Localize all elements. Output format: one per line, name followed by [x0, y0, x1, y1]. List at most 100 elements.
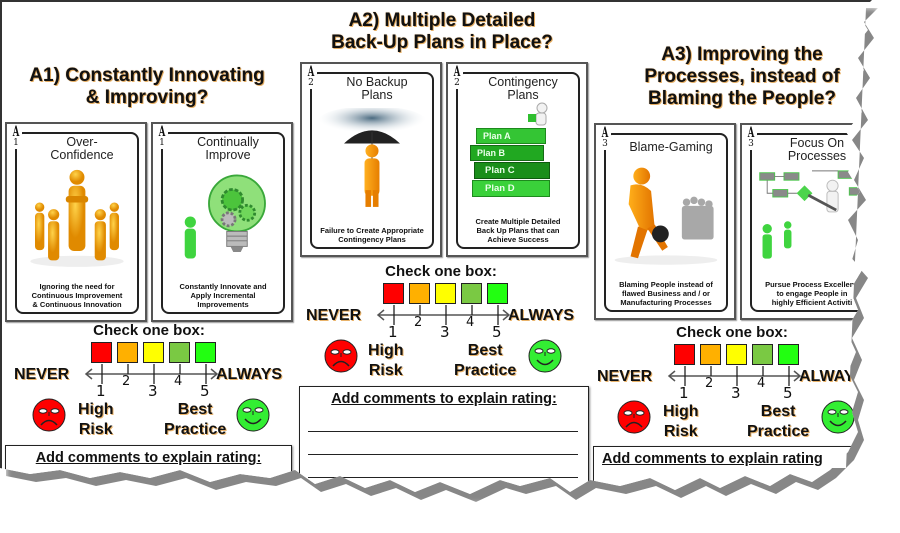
corner-suit: A: [747, 125, 755, 141]
caption-line3: Achieve Success: [487, 235, 549, 244]
card-title-line1: Blame-Gaming: [629, 140, 713, 154]
caption-line3: Manufacturing Processes: [620, 298, 712, 307]
never-label: NEVER: [597, 368, 653, 385]
high-risk-line1: High: [663, 403, 699, 420]
rating-box-2[interactable]: [117, 342, 138, 363]
rating-box-5[interactable]: [195, 342, 216, 363]
best-practice-label: Best Practice: [164, 400, 226, 440]
corner-suit: A: [12, 124, 20, 140]
section-a1-cards: Over- Confidence Ignorin: [5, 122, 293, 322]
card-focus-on-processes: Focus On Processes: [740, 123, 872, 320]
bowling-person-blame-icon: [614, 167, 718, 265]
section-a3-title-line1: A3) Improving the: [661, 44, 823, 65]
section-a2-title-line1: A2) Multiple Detailed: [348, 10, 536, 31]
best-practice-label: Best Practice: [454, 341, 516, 381]
section-a3-title: A3) Improving the Processes, instead of …: [592, 44, 872, 110]
scale-number-1: 1: [679, 384, 689, 402]
rating-box-3[interactable]: [726, 344, 747, 365]
check-one-box-label: Check one box:: [93, 322, 205, 339]
section-a1-title-line2: & Improving?: [85, 87, 209, 108]
person-umbrella-storm-icon: [317, 108, 427, 207]
card-title: Continually Improve: [175, 136, 281, 162]
rating-box-4[interactable]: [461, 283, 482, 304]
sad-face-icon: [32, 398, 66, 432]
rating-box-2[interactable]: [700, 344, 721, 365]
caption-line1: Pursue Process Excelleng: [765, 280, 859, 289]
section-a2-comments-box[interactable]: Add comments to explain rating:: [299, 386, 589, 494]
book-plan-d: Plan D: [472, 180, 550, 197]
corner-suit: A: [453, 64, 461, 80]
high-risk-line1: High: [78, 401, 114, 418]
card-title-line1: No Backup: [346, 75, 408, 89]
sad-face-icon: [617, 400, 651, 434]
scale-number-5: 5: [783, 384, 793, 402]
rating-box-5[interactable]: [778, 344, 799, 365]
rating-boxes: [91, 342, 216, 363]
card-title: No Backup Plans: [324, 76, 430, 102]
scale-number-3: 3: [440, 323, 450, 341]
comment-line: [308, 454, 578, 455]
card-title-line2: Confidence: [50, 148, 114, 162]
card-title: Over- Confidence: [29, 136, 135, 162]
book-plan-a: Plan A: [476, 128, 546, 144]
double-arrow-scale-icon: [84, 364, 219, 384]
corner-suit: A: [601, 125, 609, 141]
card-title: Blame-Gaming: [618, 141, 724, 154]
caption-line3: Improvements: [197, 300, 249, 309]
book-plan-c: Plan C: [474, 162, 550, 179]
caption-line1: Create Multiple Detailed: [475, 217, 561, 226]
best-practice-line2: Practice: [164, 421, 227, 438]
rating-boxes: [674, 344, 799, 365]
rating-box-3[interactable]: [143, 342, 164, 363]
comments-label: Add comments to explain rating: [602, 451, 823, 467]
section-a3-title-line2: Processes, instead of: [644, 66, 840, 87]
rating-box-2[interactable]: [409, 283, 430, 304]
scale-number-1: 1: [96, 382, 106, 400]
card-title-line1: Contingency: [488, 75, 558, 89]
caption-line2: flawed Business and / or: [622, 289, 710, 298]
rating-boxes: [383, 283, 508, 304]
high-risk-line2: Risk: [78, 421, 113, 438]
rating-box-1[interactable]: [383, 283, 404, 304]
card-blame-gaming: Blame-Gaming Blaming People i: [594, 123, 736, 320]
never-label: NEVER: [306, 307, 362, 324]
high-risk-label: High Risk: [663, 402, 699, 442]
happy-face-icon: [236, 398, 270, 432]
caption-line2: to engage People in: [776, 289, 848, 298]
comment-line: [308, 477, 578, 478]
rating-box-1[interactable]: [91, 342, 112, 363]
double-arrow-scale-icon: [376, 305, 511, 325]
always-label: ALWAYS: [508, 307, 575, 324]
scale-number-1: 1: [388, 323, 398, 341]
best-practice-line2: Practice: [454, 362, 517, 379]
rating-box-5[interactable]: [487, 283, 508, 304]
caption-line1: Failure to Create Appropriate: [320, 226, 424, 235]
corner-number: 3: [602, 139, 608, 149]
rating-box-3[interactable]: [435, 283, 456, 304]
card-title-line1: Over-: [66, 135, 98, 149]
process-flowchart-icon: [759, 170, 865, 259]
rating-box-1[interactable]: [674, 344, 695, 365]
card-continually-improve: Continually Improve Constantly Innovate …: [151, 122, 293, 322]
card-title-line1: Continually: [197, 135, 259, 149]
section-a3-rating: Check one box: NEVER ALWAY 1 2 3 4 5: [587, 324, 872, 444]
section-a2-title-line2: Back-Up Plans in Place?: [331, 32, 553, 53]
rating-box-4[interactable]: [169, 342, 190, 363]
card-caption: Ignoring the need for Continuous Improve…: [19, 282, 135, 309]
check-one-box-label: Check one box:: [385, 263, 497, 280]
caption-line1: Blaming People instead of: [619, 280, 713, 289]
high-risk-line1: High: [368, 342, 404, 359]
caption-line1: Constantly Innovate and: [179, 282, 267, 291]
corner-number: 2: [308, 78, 314, 88]
caption-line3: & Continuous Innovation: [32, 300, 122, 309]
rating-box-4[interactable]: [752, 344, 773, 365]
happy-face-icon: [821, 400, 855, 434]
high-risk-line2: Risk: [368, 362, 403, 379]
lightbulb-gears-icon: [184, 174, 266, 259]
high-risk-label: High Risk: [78, 400, 114, 440]
best-practice-line2: Practice: [747, 423, 810, 440]
best-practice-line1: Best: [467, 342, 503, 359]
